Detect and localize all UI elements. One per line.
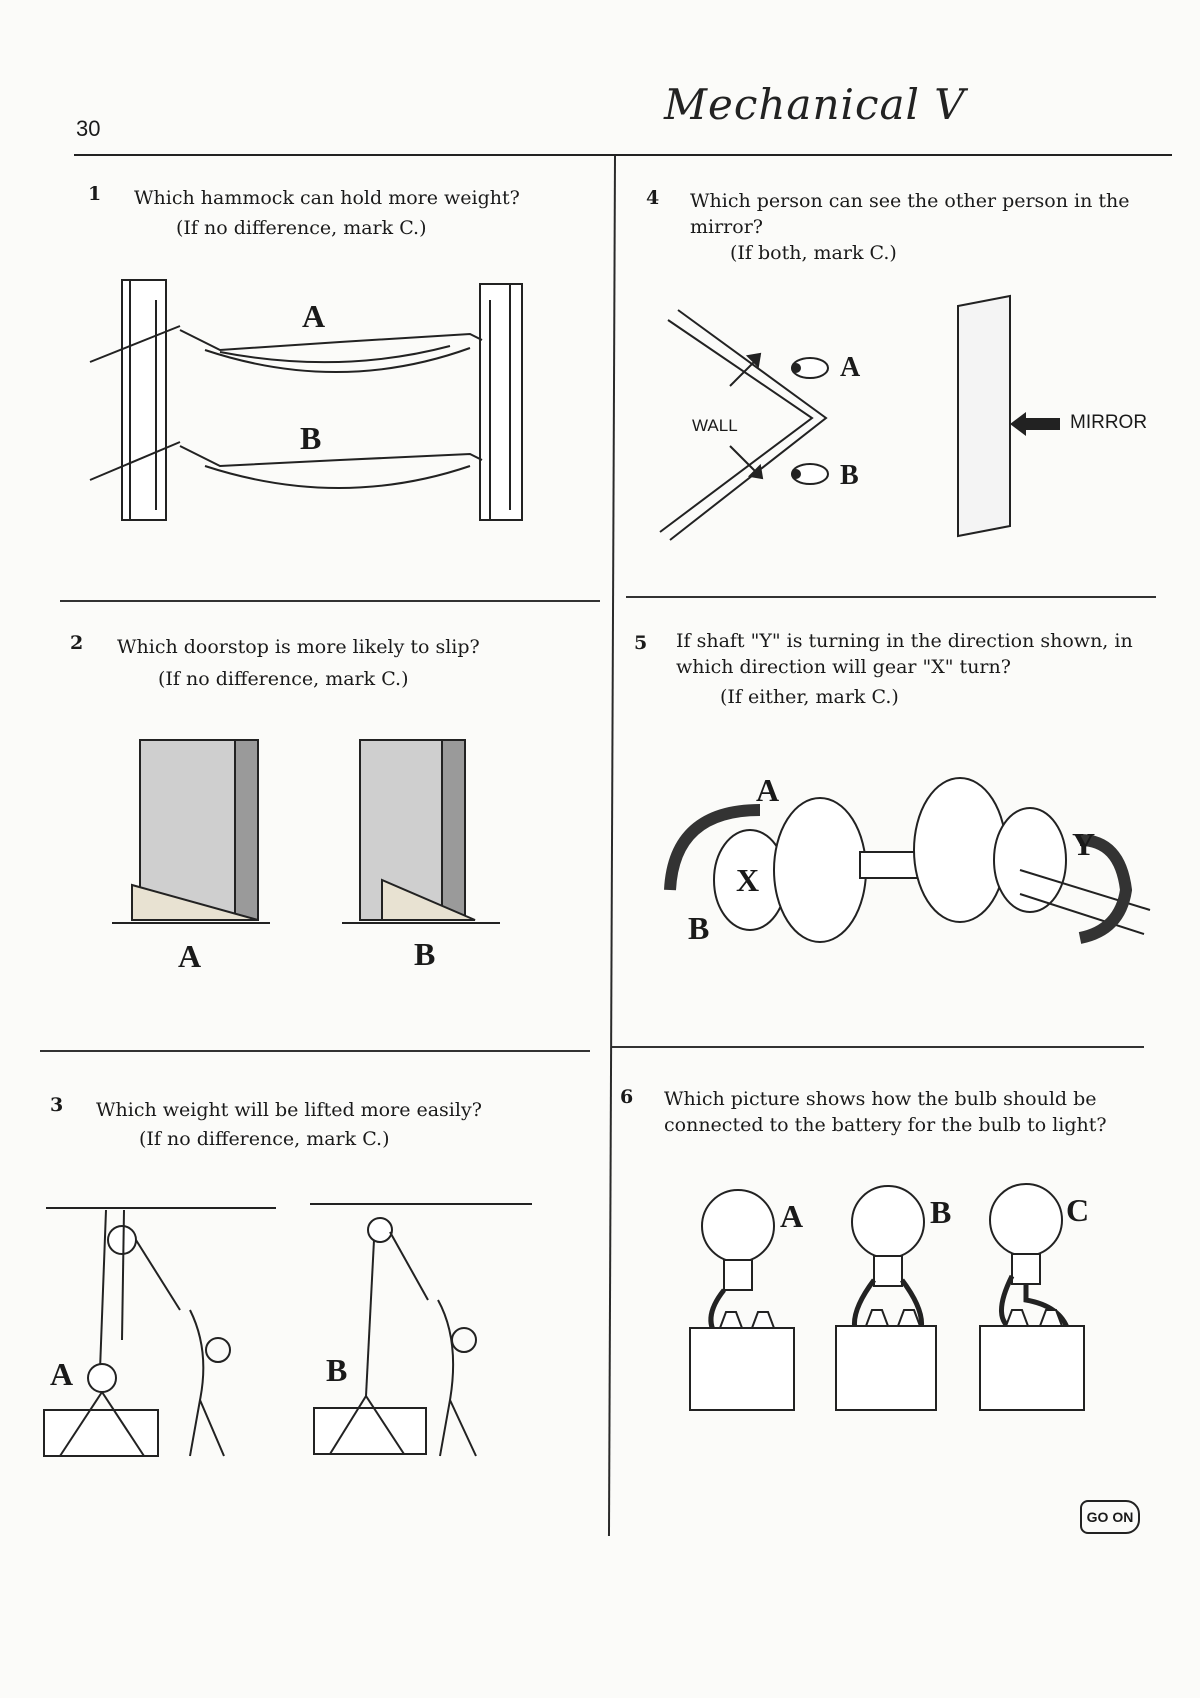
- arrow-left-icon: [1010, 412, 1060, 436]
- pulley-illustration: [43, 1203, 532, 1457]
- question-6-label-b: B: [930, 1194, 952, 1230]
- separator-left-2: [40, 1050, 590, 1052]
- question-1-label-a: A: [302, 298, 326, 334]
- question-4-number: 4: [646, 187, 660, 209]
- question-4-text: Which person can see the other person in…: [690, 190, 1130, 238]
- question-4-sub: (If both, mark C.): [730, 242, 897, 264]
- question-3-number: 3: [50, 1094, 64, 1116]
- hammock-illustration: [89, 279, 523, 521]
- question-5-number: 5: [634, 632, 648, 654]
- doorstop-illustration: [112, 739, 500, 924]
- question-1-sub: (If no difference, mark C.): [176, 217, 427, 239]
- wall-label: WALL: [692, 416, 738, 435]
- question-6-number: 6: [620, 1086, 634, 1108]
- question-6-text: Which picture shows how the bulb should …: [664, 1088, 1107, 1136]
- question-1-text: Which hammock can hold more weight?: [134, 187, 520, 209]
- question-6-label-c: C: [1066, 1192, 1090, 1228]
- question-3-sub: (If no difference, mark C.): [139, 1128, 390, 1150]
- gear-label-x: X: [736, 862, 760, 898]
- question-3-text: Which weight will be lifted more easily?: [96, 1099, 482, 1121]
- question-4-label-b: B: [840, 460, 859, 491]
- question-4-label-a: A: [840, 352, 861, 383]
- question-2-text: Which doorstop is more likely to slip?: [117, 636, 480, 658]
- question-2-label-a: A: [178, 938, 202, 974]
- mirror-illustration: [659, 294, 1011, 541]
- bulb-battery-illustration: [689, 1183, 1085, 1411]
- question-5-sub: (If either, mark C.): [720, 686, 899, 708]
- gear-illustration: [664, 777, 1151, 944]
- question-2-label-b: B: [414, 936, 436, 972]
- question-2-sub: (If no difference, mark C.): [158, 668, 409, 690]
- question-5-label-a: A: [756, 772, 780, 808]
- separator-right-2: [612, 1046, 1144, 1048]
- question-1-number: 1: [88, 183, 102, 205]
- question-3-label-b: B: [326, 1352, 348, 1388]
- question-2-number: 2: [70, 632, 84, 654]
- separator-right-1: [626, 596, 1156, 598]
- question-6-label-a: A: [780, 1198, 804, 1234]
- handwritten-title: Mechanical V: [664, 80, 966, 129]
- header-rule: [74, 154, 1172, 156]
- question-5-label-b: B: [688, 910, 710, 946]
- mirror-label: MIRROR: [1070, 412, 1148, 433]
- separator-left-1: [60, 600, 600, 602]
- question-5-text: If shaft "Y" is turning in the direction…: [676, 630, 1133, 678]
- go-on-badge: GO ON: [1080, 1500, 1140, 1534]
- question-3-label-a: A: [50, 1356, 74, 1392]
- page-number: 30: [76, 116, 101, 141]
- shaft-label-y: Y: [1072, 826, 1096, 862]
- column-divider: [607, 155, 616, 1536]
- question-1-label-b: B: [300, 420, 322, 456]
